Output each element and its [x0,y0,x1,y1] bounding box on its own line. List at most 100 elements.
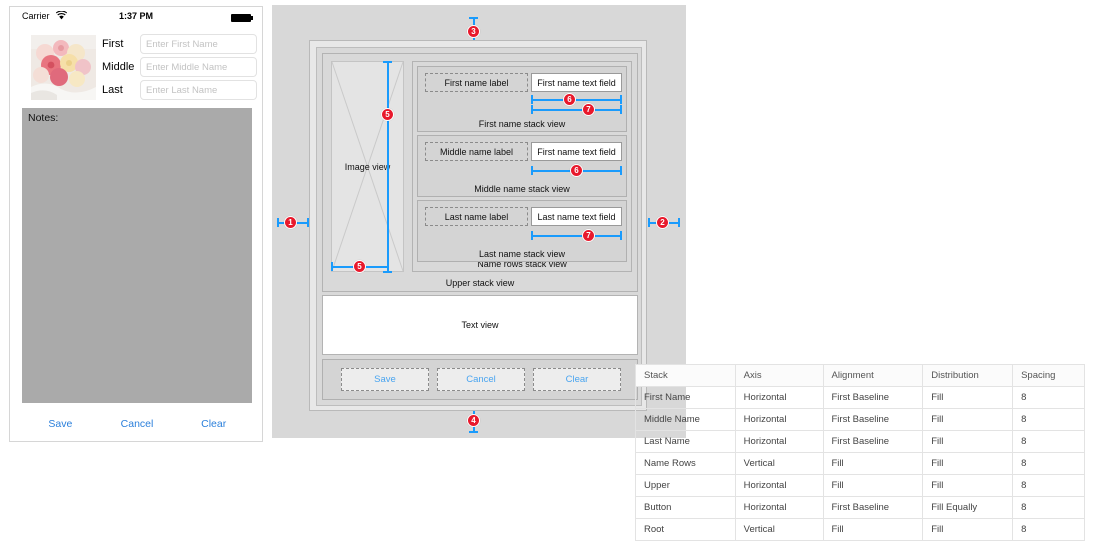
table-row: First Name Horizontal First Baseline Fil… [635,386,1085,409]
first-name-label-box: First name label [425,73,528,92]
image-view-label: Image view [344,161,391,172]
cell-stack: First Name [635,386,736,409]
cell-spacing: 8 [1012,496,1085,519]
cell-alignment: Fill [822,474,924,497]
cell-spacing: 8 [1012,452,1085,475]
table-row: Middle Name Horizontal First Baseline Fi… [635,408,1085,431]
first-name-stack-view: First name label First name text field 6… [417,66,627,132]
table-header-stack: Stack [635,364,736,387]
marker-badge-5-horizontal: 5 [353,260,366,273]
diagram-clear-button[interactable]: Clear [533,368,621,391]
marker-badge-5-vertical: 5 [381,108,394,121]
cell-spacing: 8 [1012,386,1085,409]
name-fields-list: First Enter First Name Middle Enter Midd… [102,33,257,102]
middle-name-label: Middle [102,61,135,73]
cell-alignment: Fill [822,518,924,541]
phone-save-button[interactable]: Save [48,418,73,430]
cell-distribution: Fill [922,452,1014,475]
first-name-label: First [102,38,124,50]
notes-textview[interactable]: Notes: [22,108,252,403]
cell-alignment: First Baseline [822,408,924,431]
cell-axis: Horizontal [734,474,824,497]
last-name-measure-7 [531,231,622,240]
name-row-first: First Enter First Name [102,33,257,55]
table-row: Last Name Horizontal First Baseline Fill… [635,430,1085,453]
root-stack-view: Upper stack view Image view 5 [316,47,642,406]
table-row: Name Rows Vertical Fill Fill 8 [635,452,1085,475]
cell-stack: Upper [635,474,736,497]
cell-distribution: Fill Equally [922,496,1014,519]
cell-axis: Horizontal [734,430,824,453]
marker-badge-4: 4 [467,414,480,427]
cell-stack: Middle Name [635,408,736,431]
cell-spacing: 8 [1012,474,1085,497]
cell-axis: Horizontal [734,386,824,409]
text-view-placeholder: Text view [322,295,638,355]
first-name-stack-label: First name stack view [478,119,566,129]
table-row: Root Vertical Fill Fill 8 [635,518,1085,541]
last-name-input[interactable]: Enter Last Name [140,80,257,100]
notes-label: Notes: [28,112,59,124]
cell-axis: Horizontal [734,408,824,431]
marker-badge-7-last: 7 [582,229,595,242]
cell-alignment: First Baseline [822,430,924,453]
cell-alignment: First Baseline [822,496,924,519]
placeholder-x-icon [332,62,403,271]
phone-mockup: Carrier 1:37 PM [9,6,263,442]
middle-name-label-box: Middle name label [425,142,528,161]
stack-config-table: Stack Axis Alignment Distribution Spacin… [635,364,1085,541]
table-header-row: Stack Axis Alignment Distribution Spacin… [635,364,1085,387]
cell-axis: Vertical [734,452,824,475]
flower-bouquet-photo [31,35,96,100]
last-name-field-box: Last name text field [531,207,622,226]
cell-distribution: Fill [922,430,1014,453]
status-time: 1:37 PM [118,11,153,21]
last-name-stack-label: Last name stack view [478,249,566,259]
cell-alignment: Fill [822,452,924,475]
first-name-measure-6 [531,95,622,104]
diagram-cancel-button[interactable]: Cancel [437,368,525,391]
last-name-label: Last [102,84,123,96]
marker-badge-2: 2 [656,216,669,229]
table-body: First Name Horizontal First Baseline Fil… [635,386,1085,541]
battery-icon [231,14,253,22]
cell-axis: Horizontal [734,496,824,519]
cell-distribution: Fill [922,518,1014,541]
marker-badge-7-first: 7 [582,103,595,116]
name-form-section: First Enter First Name Middle Enter Midd… [10,27,262,105]
phone-cancel-button[interactable]: Cancel [120,418,154,430]
cell-stack: Root [635,518,736,541]
middle-name-input[interactable]: Enter Middle Name [140,57,257,77]
image-view-placeholder: Image view [331,61,404,272]
diagram-save-button[interactable]: Save [341,368,429,391]
table-row: Button Horizontal First Baseline Fill Eq… [635,496,1085,519]
cell-stack: Button [635,496,736,519]
phone-clear-button[interactable]: Clear [201,418,227,430]
marker-badge-1: 1 [284,216,297,229]
table-header-spacing: Spacing [1012,364,1085,387]
first-name-input[interactable]: Enter First Name [140,34,257,54]
phone-button-bar: Save Cancel Clear [22,415,252,435]
first-name-measure-7 [531,105,622,114]
cell-distribution: Fill [922,408,1014,431]
status-carrier-label: Carrier [22,11,50,21]
name-rows-stack-view: Name rows stack view First name label Fi… [412,61,632,272]
upper-stack-view: Upper stack view Image view 5 [322,53,638,292]
cell-spacing: 8 [1012,518,1085,541]
cell-axis: Vertical [734,518,824,541]
last-name-label-box: Last name label [425,207,528,226]
cell-spacing: 8 [1012,430,1085,453]
diagram-outer-frame: Upper stack view Image view 5 [309,40,647,411]
stackview-layout-diagram: 3 4 1 2 Upper stack view [272,5,686,438]
table-header-axis: Axis [734,364,824,387]
table-row: Upper Horizontal Fill Fill 8 [635,474,1085,497]
table-header-distribution: Distribution [922,364,1014,387]
cell-distribution: Fill [922,474,1014,497]
upper-stack-label: Upper stack view [445,278,515,288]
table-header-alignment: Alignment [822,364,924,387]
cell-alignment: First Baseline [822,386,924,409]
marker-badge-3: 3 [467,25,480,38]
middle-name-field-box: First name text field [531,142,622,161]
button-stack-view: Save Cancel Clear [322,359,638,400]
